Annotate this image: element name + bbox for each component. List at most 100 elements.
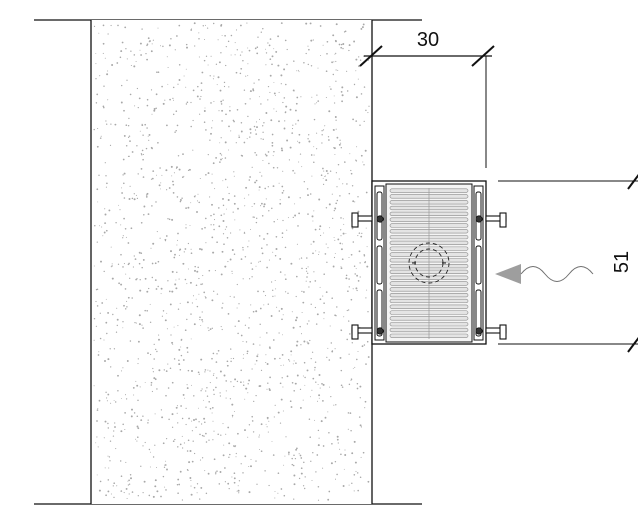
concrete-speckle bbox=[120, 253, 122, 256]
concrete-speckle bbox=[278, 120, 280, 123]
concrete-speckle bbox=[306, 276, 308, 278]
concrete-speckle bbox=[364, 149, 367, 152]
concrete-speckle bbox=[336, 473, 338, 476]
concrete-speckle bbox=[273, 108, 275, 110]
concrete-speckle bbox=[198, 32, 200, 34]
concrete-speckle bbox=[178, 363, 181, 366]
concrete-speckle bbox=[319, 298, 322, 301]
concrete-speckle bbox=[279, 199, 281, 201]
concrete-speckle bbox=[147, 135, 149, 137]
concrete-speckle bbox=[150, 89, 153, 91]
concrete-speckle bbox=[169, 367, 172, 369]
concrete-speckle bbox=[334, 314, 336, 317]
concrete-speckle bbox=[280, 307, 283, 310]
concrete-speckle bbox=[286, 375, 289, 378]
concrete-speckle bbox=[284, 291, 287, 293]
concrete-speckle bbox=[335, 202, 338, 205]
concrete-speckle bbox=[106, 397, 108, 399]
concrete-speckle bbox=[350, 172, 353, 175]
concrete-speckle bbox=[298, 141, 301, 144]
concrete-speckle bbox=[267, 151, 270, 153]
concrete-speckle bbox=[223, 81, 226, 84]
concrete-speckle bbox=[330, 462, 333, 465]
concrete-speckle bbox=[104, 360, 106, 362]
concrete-speckle bbox=[299, 454, 302, 457]
concrete-speckle bbox=[135, 380, 137, 382]
concrete-speckle bbox=[296, 275, 298, 278]
concrete-speckle bbox=[116, 62, 119, 64]
concrete-speckle bbox=[259, 336, 261, 338]
concrete-speckle bbox=[186, 283, 188, 285]
concrete-speckle bbox=[231, 414, 234, 417]
concrete-speckle bbox=[150, 381, 153, 384]
concrete-speckle bbox=[127, 480, 129, 482]
concrete-speckle bbox=[258, 385, 261, 388]
concrete-speckle bbox=[324, 416, 327, 419]
concrete-speckle bbox=[274, 295, 276, 297]
concrete-speckle bbox=[298, 71, 300, 73]
concrete-speckle bbox=[216, 377, 218, 379]
concrete-speckle bbox=[253, 125, 256, 128]
concrete-speckle bbox=[99, 480, 102, 483]
concrete-speckle bbox=[355, 96, 358, 99]
concrete-speckle bbox=[217, 207, 220, 209]
concrete-speckle bbox=[212, 78, 214, 80]
concrete-speckle bbox=[356, 387, 359, 390]
concrete-speckle bbox=[264, 187, 267, 190]
concrete-speckle bbox=[283, 494, 286, 497]
concrete-speckle bbox=[331, 193, 333, 195]
concrete-speckle bbox=[284, 274, 286, 276]
concrete-speckle bbox=[178, 348, 181, 351]
concrete-speckle bbox=[266, 232, 269, 235]
concrete-speckle bbox=[146, 104, 149, 107]
concrete-speckle bbox=[363, 254, 365, 256]
concrete-speckle bbox=[95, 288, 98, 291]
concrete-speckle bbox=[140, 153, 143, 155]
concrete-speckle bbox=[132, 266, 134, 268]
concrete-speckle bbox=[224, 178, 227, 181]
concrete-speckle bbox=[147, 213, 150, 216]
concrete-speckle bbox=[281, 354, 284, 356]
concrete-speckle bbox=[300, 344, 302, 346]
concrete-speckle bbox=[93, 339, 95, 341]
concrete-speckle bbox=[313, 118, 316, 121]
concrete-speckle bbox=[128, 262, 130, 265]
concrete-speckle bbox=[223, 444, 225, 446]
concrete-speckle bbox=[305, 270, 308, 272]
concrete-speckle bbox=[321, 382, 323, 385]
concrete-speckle bbox=[250, 304, 252, 306]
concrete-speckle bbox=[222, 180, 224, 182]
concrete-speckle bbox=[220, 100, 223, 103]
concrete-speckle bbox=[344, 454, 347, 456]
concrete-speckle bbox=[363, 164, 365, 166]
concrete-speckle bbox=[307, 266, 309, 268]
concrete-speckle bbox=[201, 457, 204, 459]
concrete-speckle bbox=[356, 274, 359, 277]
concrete-speckle bbox=[353, 40, 356, 43]
concrete-speckle bbox=[366, 265, 369, 268]
concrete-speckle bbox=[126, 497, 128, 500]
concrete-speckle bbox=[323, 273, 325, 275]
concrete-speckle bbox=[213, 224, 215, 226]
concrete-speckle bbox=[348, 49, 350, 52]
concrete-speckle bbox=[340, 235, 342, 237]
concrete-speckle bbox=[170, 250, 172, 253]
concrete-speckle bbox=[212, 420, 214, 422]
concrete-speckle bbox=[313, 146, 315, 148]
concrete-speckle bbox=[175, 110, 178, 112]
concrete-speckle bbox=[248, 278, 251, 280]
concrete-speckle bbox=[310, 303, 312, 305]
concrete-speckle bbox=[230, 34, 233, 37]
concrete-speckle bbox=[135, 194, 137, 196]
concrete-speckle bbox=[126, 300, 128, 302]
concrete-speckle bbox=[150, 50, 153, 53]
concrete-speckle bbox=[359, 59, 362, 61]
concrete-speckle bbox=[231, 273, 233, 275]
concrete-speckle bbox=[178, 24, 181, 27]
concrete-speckle bbox=[172, 192, 175, 194]
concrete-speckle bbox=[177, 308, 180, 310]
concrete-speckle bbox=[210, 214, 212, 217]
concrete-speckle bbox=[263, 238, 265, 240]
concrete-speckle bbox=[122, 423, 124, 426]
